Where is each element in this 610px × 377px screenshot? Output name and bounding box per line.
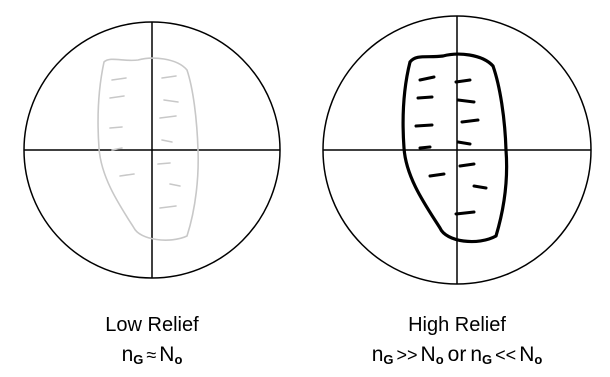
formula-subscript: G [383,352,393,367]
high-relief-view [323,16,591,284]
high-relief-crack [474,186,486,188]
low-relief-crack [164,100,178,102]
formula-term: n [470,343,482,366]
high-relief-crack [458,100,474,102]
low-relief-crack [112,78,126,80]
relief-illustration [0,0,610,300]
low-relief-crack [158,163,170,164]
formula-subscript: o [534,352,542,367]
low-relief-formula: nG≈No [2,342,302,368]
formula-subscript: G [133,352,143,367]
high-relief-crack [460,164,474,166]
high-relief-crack [418,97,432,98]
low-relief-crack [160,206,176,208]
formula-connector: or [448,343,467,366]
low-relief-crack [170,184,180,186]
formula-operator: ≈ [146,345,156,365]
high-relief-title: High Relief [307,313,607,337]
formula-term: N [421,343,436,366]
low-relief-grain [98,58,198,240]
low-relief-crack [110,96,124,98]
high-relief-crack [416,125,432,126]
low-relief-crack [162,140,172,142]
high-relief-grain [403,54,507,241]
low-relief-title: Low Relief [2,313,302,337]
high-relief-crack [456,80,470,82]
formula-term: N [519,343,534,366]
formula-term: n [122,343,134,366]
low-relief-view [24,22,280,278]
low-relief-crack [120,174,134,176]
formula-operator: << [495,345,516,365]
low-relief-caption: Low Relief nG≈No [2,313,302,368]
low-relief-crack [162,76,176,78]
high-relief-crack [456,212,474,214]
high-relief-crack [462,120,478,122]
formula-subscript: G [482,352,492,367]
formula-term: n [372,343,384,366]
formula-subscript: o [174,352,182,367]
formula-operator: >> [397,345,418,365]
formula-term: N [159,343,174,366]
low-relief-crack [160,116,176,118]
high-relief-crack [420,147,430,148]
high-relief-crack [430,174,444,176]
formula-subscript: o [436,352,444,367]
high-relief-crack [458,142,470,144]
low-relief-crack [110,127,122,128]
high-relief-crack [420,77,434,80]
